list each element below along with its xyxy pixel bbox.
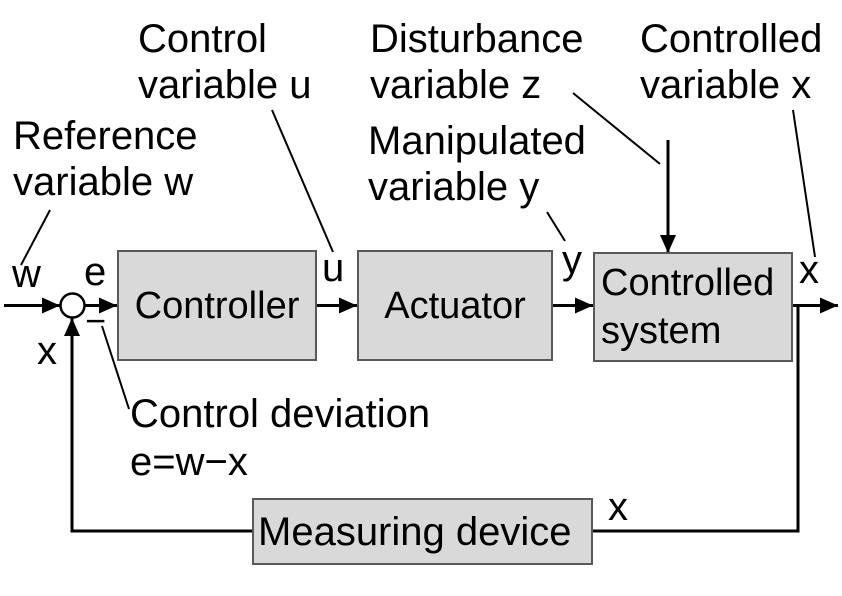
annotation-controlled-line1: Controlled [640,17,823,61]
annotation-controlled-line2: variable x [640,63,812,107]
signal-label-u: u [322,246,345,290]
annotation-control-line2: variable u [138,63,312,107]
annotation-manipulated-variable: Manipulated variable y [368,118,586,210]
annotation-control-line1: Control [138,17,267,61]
annotation-reference-line1: Reference [13,114,198,158]
callout-line-manipulated-y [546,211,566,242]
annotation-control-deviation: Control deviation e=w−x [130,390,430,486]
callout-line-controlled-x [792,109,816,258]
annotation-deviation-line1: Control deviation [130,392,431,436]
callout-line-reference-w [20,209,51,266]
annotation-reference-line2: variable w [13,160,194,204]
controlled-system-label-line1: Controlled [601,262,775,304]
signal-label-w: w [12,252,41,296]
signal-label-y: y [562,238,582,282]
controller-label: Controller [134,284,300,327]
signal-label-x-feedback: x [37,329,57,373]
minus-sign: − [85,300,107,341]
signal-label-x-measured: x [608,485,628,529]
signal-label-x-output: x [799,248,819,292]
callout-line-control-u [271,109,334,253]
annotation-disturbance-line1: Disturbance [370,17,584,61]
controller-block: Controller [117,250,317,361]
signal-label-e: e [84,250,107,294]
actuator-label: Actuator [384,284,526,327]
annotation-disturbance-variable: Disturbance variable z [370,16,583,108]
annotation-manipulated-line2: variable y [368,165,540,209]
measuring-device-block: Measuring device [252,498,593,565]
controlled-system-label-line2: system [601,310,722,352]
annotation-control-variable: Control variable u [138,16,311,108]
controlled-system-label: Controlled system [601,259,774,355]
actuator-block: Actuator [357,250,553,361]
summing-junction-circle [59,292,86,319]
annotation-controlled-variable: Controlled variable x [640,16,822,108]
annotation-manipulated-line1: Manipulated [368,119,586,163]
controlled-system-block: Controlled system [593,252,793,362]
callout-line-disturbance-z [572,92,661,165]
annotation-disturbance-line2: variable z [370,63,542,107]
annotation-reference-variable: Reference variable w [13,113,198,205]
measuring-device-label: Measuring device [258,509,572,554]
annotation-deviation-line2: e=w−x [130,440,248,484]
callout-line-control-deviation [101,325,130,410]
